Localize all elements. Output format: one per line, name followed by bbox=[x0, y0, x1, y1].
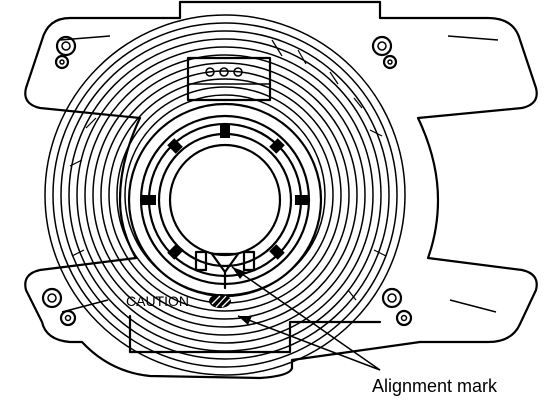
mounting-hole-icon bbox=[41, 35, 413, 327]
housing-plate bbox=[24, 0, 538, 380]
winding-rings bbox=[44, 14, 406, 376]
alignment-mark-label: Alignment mark bbox=[372, 376, 498, 396]
hub-teeth bbox=[142, 124, 309, 260]
lower-bracket bbox=[128, 314, 382, 354]
caution-label: CAUTION bbox=[126, 293, 189, 309]
hub-pointer bbox=[194, 250, 256, 290]
alignment-leader-lines bbox=[231, 266, 381, 371]
winding-hatching bbox=[69, 39, 387, 301]
top-connector bbox=[186, 56, 272, 102]
alignment-mark-icon bbox=[209, 294, 231, 308]
housing-ledge bbox=[59, 35, 499, 313]
